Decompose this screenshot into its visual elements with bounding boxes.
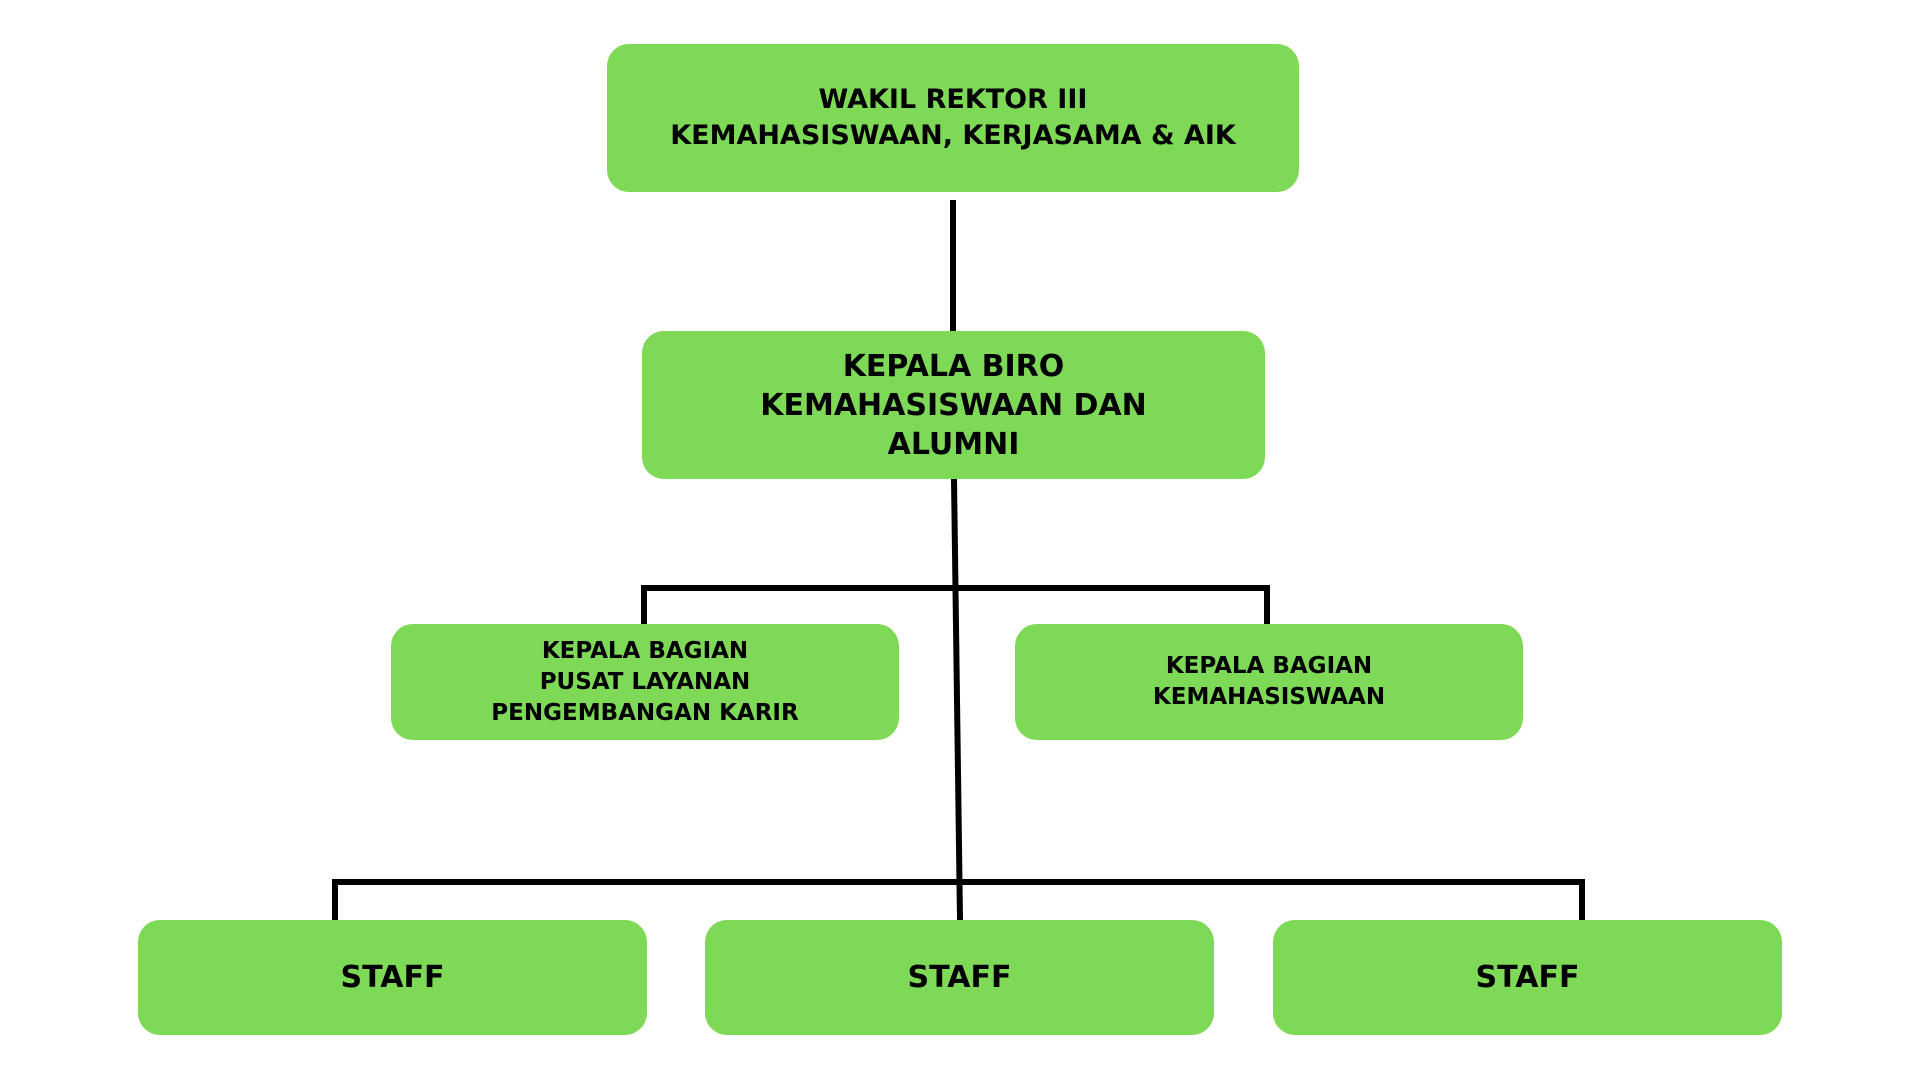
node-line: PUSAT LAYANAN (539, 668, 751, 695)
node-line: PENGEMBANGAN KARIR (491, 699, 799, 726)
node-staff-3: STAFF (1273, 920, 1782, 1035)
node-label: STAFF (907, 960, 1012, 995)
node-line: KEMAHASISWAAN DAN (760, 387, 1147, 423)
node-kepala-biro: KEPALA BIRO KEMAHASISWAAN DAN ALUMNI (642, 331, 1265, 479)
node-line: KEMAHASISWAAN (1152, 684, 1386, 710)
node-staff-2: STAFF (705, 920, 1214, 1035)
node-wakil-rektor: WAKIL REKTOR III KEMAHASISWAAN, KERJASAM… (607, 44, 1299, 192)
node-line: ALUMNI (887, 426, 1020, 462)
connector-staff (332, 879, 1585, 920)
node-line: WAKIL REKTOR III (818, 84, 1088, 115)
node-line: KEMAHASISWAAN, KERJASAMA & AIK (670, 120, 1236, 151)
connector-kabag (641, 585, 1270, 624)
node-line: KEPALA BAGIAN (541, 637, 749, 664)
node-line: KEPALA BIRO (842, 348, 1065, 384)
node-staff-1: STAFF (138, 920, 647, 1035)
node-label: STAFF (340, 960, 445, 995)
node-kabag-karir: KEPALA BAGIAN PUSAT LAYANAN PENGEMBANGAN… (391, 624, 899, 740)
connector-biro-staff (951, 478, 963, 921)
node-kabag-kemahasiswaan: KEPALA BAGIAN KEMAHASISWAAN (1015, 624, 1523, 740)
node-label: STAFF (1475, 960, 1580, 995)
node-line: KEPALA BAGIAN (1165, 653, 1373, 679)
